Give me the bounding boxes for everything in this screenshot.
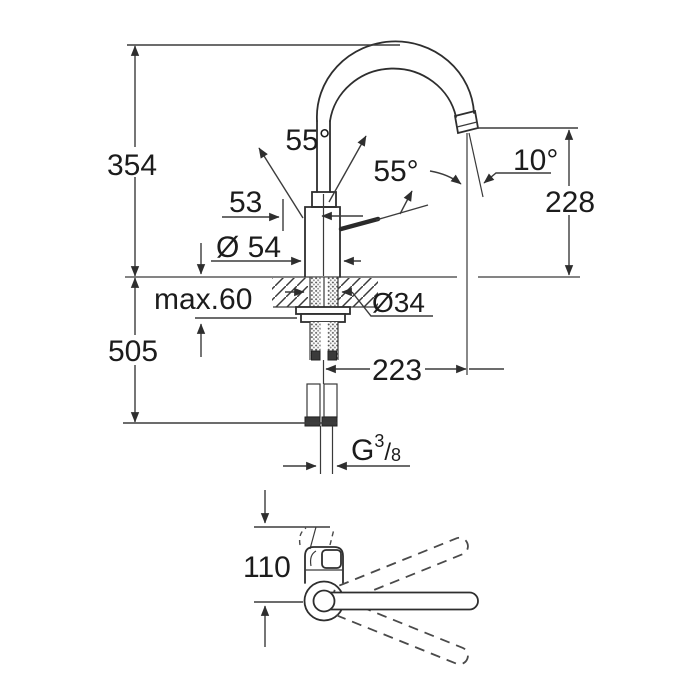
dim-spout-reach: 223: [325, 354, 504, 387]
spout-arc-outer: [316, 40, 475, 122]
dim-hose-length-label: 505: [108, 335, 158, 368]
dim-handle-angle-left: 55°: [258, 124, 367, 219]
mounting-washer: [295, 306, 351, 315]
side-view: 354 505 max.60 Ø 54 53: [106, 40, 597, 474]
lever-handle-side: [338, 216, 381, 232]
lever-pivot: [312, 589, 336, 613]
lever-top-view: [312, 589, 479, 613]
hose-nut-right: [321, 416, 338, 427]
dim-hose-length: 505: [107, 277, 337, 424]
dim-body-diameter: Ø 54: [211, 231, 361, 266]
dim-swivel-width-label: 110: [243, 551, 291, 584]
dim-swivel-width: 110: [243, 490, 330, 647]
spout-top-hint: [298, 526, 335, 550]
dim-outlet-angle: 10°: [466, 132, 558, 375]
dim-handle-angle-left-label: 55°: [285, 124, 330, 157]
dim-handle-angle-right-label: 55°: [373, 155, 418, 188]
supply-hose-right: [323, 383, 338, 418]
dim-thread-size: G3/8: [283, 431, 410, 471]
dim-handle-offset-label: 53: [229, 186, 262, 219]
top-view: 110: [243, 490, 479, 666]
dim-handle-offset: 53: [222, 186, 363, 231]
dim-deck-thickness: max.60: [154, 243, 297, 357]
dim-hole-diameter: Ø34: [285, 287, 433, 318]
dim-thread-size-label: G3/8: [351, 431, 401, 467]
dim-body-diameter-label: Ø 54: [216, 231, 281, 264]
supply-hose-left: [306, 383, 321, 418]
dim-outlet-height: 228: [477, 127, 597, 276]
dim-deck-thickness-label: max.60: [154, 283, 252, 316]
faucet-body: [304, 40, 480, 278]
dim-outlet-angle-label: 10°: [513, 144, 558, 177]
body-top-view: [303, 546, 345, 622]
dim-total-height-label: 354: [107, 149, 157, 182]
shank-and-hoses: [295, 277, 351, 474]
hose-nut-left: [304, 416, 321, 427]
spout-arc-inner: [329, 67, 457, 122]
dim-total-height: 354: [106, 44, 400, 277]
connection-tube: [319, 426, 334, 474]
mounting-nut: [300, 313, 346, 323]
dim-spout-reach-label: 223: [372, 354, 422, 387]
dim-handle-angle-right: 55°: [373, 155, 462, 215]
dim-outlet-height-label: 228: [545, 186, 595, 219]
dim-hole-diameter-label: Ø34: [372, 287, 425, 318]
